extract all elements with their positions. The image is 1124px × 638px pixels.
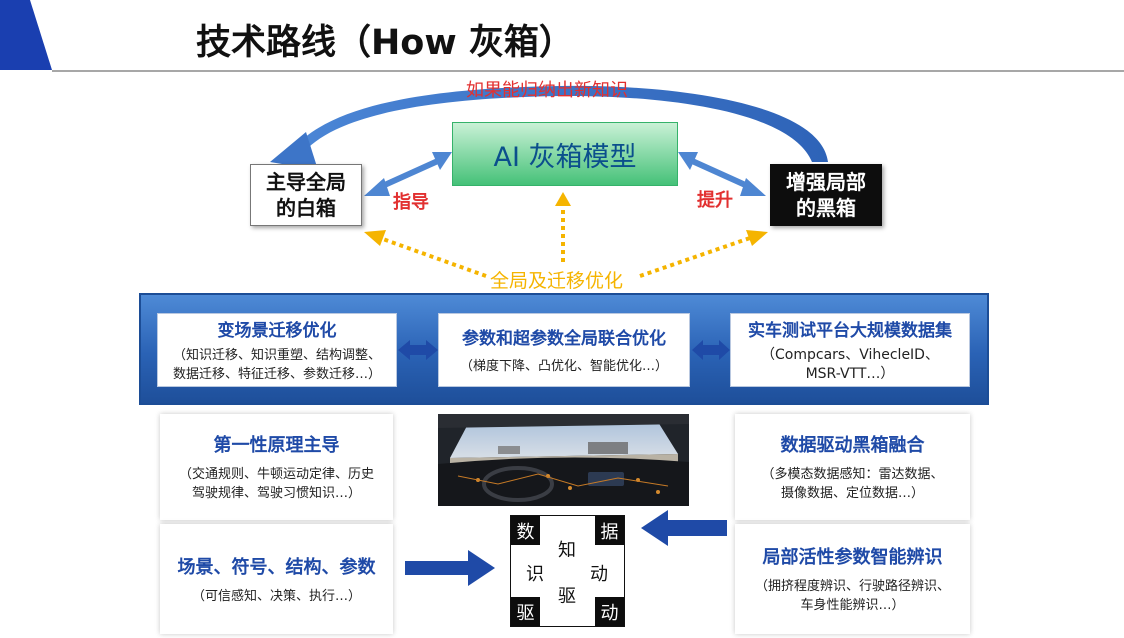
band-double-arrow-right bbox=[692, 340, 730, 360]
guide-label: 指导 bbox=[393, 192, 429, 213]
lift-double-arrow bbox=[688, 157, 754, 191]
matrix-cell-dong: 动 bbox=[595, 597, 624, 626]
white-box-line2: 的白箱 bbox=[276, 196, 336, 220]
matrix-cell-shu: 数 bbox=[511, 516, 540, 545]
data-knowledge-matrix: 数 据 驱 动 知 识 驱 动 bbox=[510, 515, 625, 627]
feedback-loop-arrow bbox=[292, 85, 828, 162]
panel-subtext: 驾驶规律、驾驶习惯知识…） bbox=[191, 486, 361, 501]
header-bar bbox=[0, 0, 1124, 72]
global-optimization-label: 全局及迁移优化 bbox=[490, 270, 624, 292]
panel-title: 第一性原理主导 bbox=[213, 435, 340, 456]
global-arrowhead-left bbox=[364, 230, 386, 246]
global-arrowhead-right bbox=[746, 230, 768, 246]
card-title: 参数和超参数全局联合优化 bbox=[462, 329, 666, 349]
car-interior-photo bbox=[438, 414, 689, 506]
guide-arrowhead-left bbox=[364, 178, 390, 196]
matrix-text-shi: 识 bbox=[526, 564, 544, 585]
matrix-cell-ju: 据 bbox=[595, 516, 624, 545]
guide-double-arrow bbox=[376, 157, 442, 191]
panel-title: 数据驱动黑箱融合 bbox=[780, 435, 925, 456]
global-arrowhead-up bbox=[555, 192, 571, 206]
panel-subtext: （可信感知、决策、执行…） bbox=[191, 588, 361, 604]
panel-subtext: 摄像数据、定位数据…） bbox=[780, 486, 924, 501]
white-box-node: 主导全局 的白箱 bbox=[250, 164, 362, 226]
black-box-line2: 的黑箱 bbox=[796, 196, 856, 220]
global-dotted-arrow-left bbox=[379, 236, 487, 278]
top-loop-diagram bbox=[270, 85, 828, 278]
card-scene-transfer: 变场景迁移优化 （知识迁移、知识重塑、结构调整、 数据迁移、特征迁移、参数迁移…… bbox=[157, 313, 397, 387]
band-double-arrow-left bbox=[398, 340, 438, 360]
card-param-optimization: 参数和超参数全局联合优化 （梯度下降、凸优化、智能优化…） bbox=[438, 313, 690, 387]
global-dotted-arrow-right bbox=[639, 236, 751, 278]
card-subtext: 数据迁移、特征迁移、参数迁移…） bbox=[172, 367, 381, 382]
lift-label: 提升 bbox=[697, 190, 733, 211]
feedback-loop-arrowhead bbox=[270, 132, 318, 170]
panel-data-driven: 数据驱动黑箱融合 （多模态数据感知：雷达数据、 摄像数据、定位数据…） bbox=[735, 414, 970, 520]
panel-first-principle: 第一性原理主导 （交通规则、牛顿运动定律、历史 驾驶规律、驾驶习惯知识…） bbox=[160, 414, 393, 520]
card-subtext: （知识迁移、知识重塑、结构调整、 bbox=[172, 348, 381, 363]
white-box-line1: 主导全局 bbox=[266, 170, 346, 194]
black-box-node: 增强局部 的黑箱 bbox=[770, 164, 882, 226]
matrix-text-qu: 驱 bbox=[558, 586, 576, 607]
card-title: 实车测试平台大规模数据集 bbox=[748, 321, 952, 341]
guide-arrowhead-right bbox=[432, 152, 452, 170]
loop-label: 如果能归纳出新知识 bbox=[466, 80, 628, 101]
panel-subtext: 车身性能辨识…） bbox=[800, 598, 905, 613]
panel-local-param: 局部活性参数智能辨识 （拥挤程度辨识、行驶路径辨识、 车身性能辨识…） bbox=[735, 524, 970, 634]
matrix-text-zhi: 知 bbox=[558, 540, 576, 561]
panel-scene-symbols: 场景、符号、结构、参数 （可信感知、决策、执行…） bbox=[160, 524, 393, 634]
card-subtext: （Compcars、VihecleID、 bbox=[761, 347, 939, 363]
matrix-cell-qu: 驱 bbox=[511, 597, 540, 626]
panel-title: 场景、符号、结构、参数 bbox=[177, 556, 376, 578]
lift-arrowhead-right bbox=[740, 178, 766, 196]
panel-subtext: （多模态数据感知：雷达数据、 bbox=[761, 467, 944, 482]
ai-graybox-model: AI 灰箱模型 bbox=[452, 122, 678, 186]
card-title: 变场景迁移优化 bbox=[217, 321, 337, 341]
page-title: 技术路线（How 灰箱） bbox=[196, 23, 574, 63]
car-interior-illustration bbox=[438, 414, 689, 506]
card-real-car-dataset: 实车测试平台大规模数据集 （Compcars、VihecleID、 MSR-VT… bbox=[730, 313, 970, 387]
lift-arrowhead-left bbox=[678, 152, 698, 170]
card-subtext: （梯度下降、凸优化、智能优化…） bbox=[459, 359, 668, 374]
header-accent-shape bbox=[0, 0, 52, 70]
black-box-line1: 增强局部 bbox=[786, 170, 866, 194]
matrix-text-dong: 动 bbox=[590, 564, 608, 585]
scene-to-matrix-arrow bbox=[405, 550, 495, 586]
panel-title: 局部活性参数智能辨识 bbox=[762, 547, 943, 568]
local-to-matrix-arrow bbox=[641, 510, 727, 546]
card-subtext: MSR-VTT…） bbox=[805, 366, 895, 382]
panel-subtext: （交通规则、牛顿运动定律、历史 bbox=[178, 467, 374, 482]
panel-subtext: （拥挤程度辨识、行驶路径辨识、 bbox=[754, 579, 950, 594]
